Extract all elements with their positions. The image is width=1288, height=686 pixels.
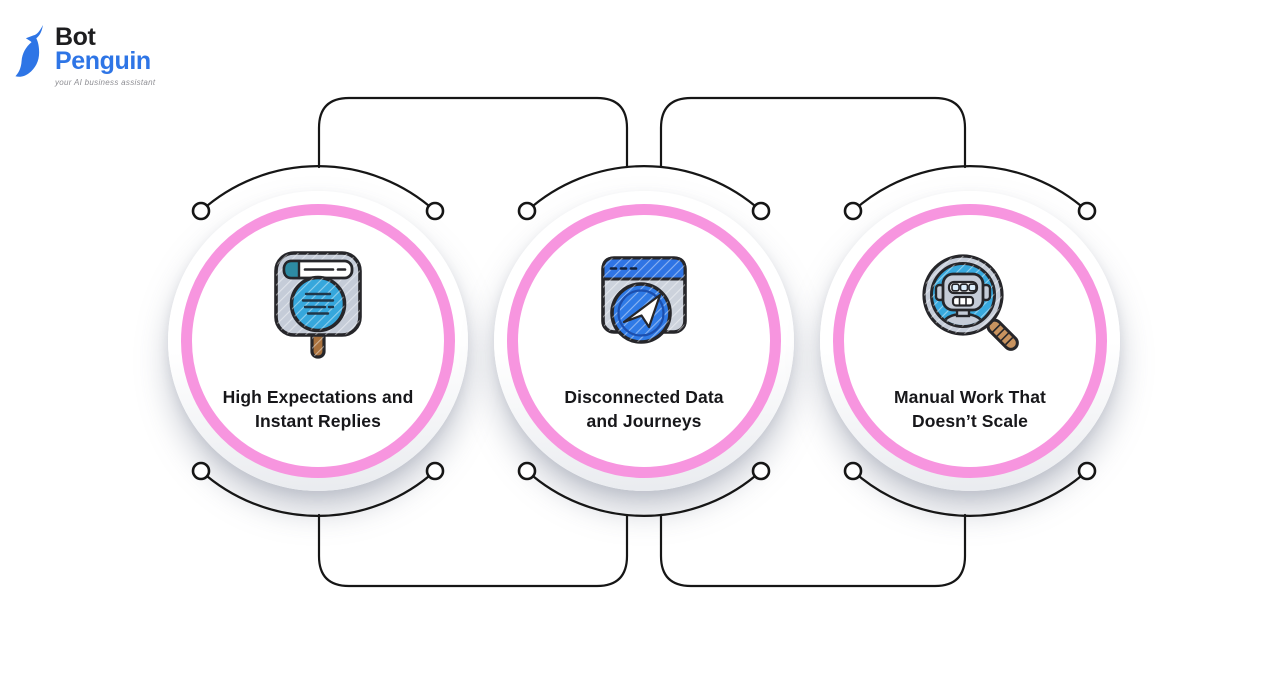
connector-node [751, 461, 771, 481]
label-line-2: Instant Replies [255, 411, 381, 431]
penguin-icon [15, 25, 43, 77]
bubble-label: Manual Work That Doesn’t Scale [832, 385, 1108, 433]
label-line-1: Disconnected Data [564, 387, 724, 407]
icon-slot [494, 254, 794, 350]
connector-node [751, 201, 771, 221]
icon-slot [820, 252, 1120, 358]
connector-node [843, 201, 863, 221]
bubble-high-expectations: High Expectations and Instant Replies [168, 191, 468, 491]
connector-node [191, 461, 211, 481]
connector-node [843, 461, 863, 481]
logo-tagline: your AI business assistant [55, 78, 156, 87]
connector-node [1077, 461, 1097, 481]
bubble-manual-work: Manual Work That Doesn’t Scale [820, 191, 1120, 491]
logo-brand-bot: Bot [55, 23, 96, 51]
botpenguin-logo: Bot Penguin your AI business assistant [14, 25, 155, 87]
connector-node [425, 201, 445, 221]
bubble-disconnected-data: Disconnected Data and Journeys [494, 191, 794, 491]
bubble-label: High Expectations and Instant Replies [180, 385, 456, 433]
icon-slot [168, 249, 468, 361]
send-message-browser-icon [601, 256, 687, 344]
logo-brand-penguin: Penguin [55, 47, 151, 75]
connector-node [1077, 201, 1097, 221]
robot-magnifier-icon [922, 254, 1019, 351]
label-line-1: High Expectations and [222, 387, 414, 407]
connector-node [425, 461, 445, 481]
label-line-2: Doesn’t Scale [911, 411, 1029, 431]
bubble-label: Disconnected Data and Journeys [506, 385, 782, 433]
pink-ring [833, 204, 1107, 478]
browser-search-icon [274, 251, 362, 359]
connector-node [517, 461, 537, 481]
logo-text: Bot Penguin your AI business assistant [55, 23, 156, 88]
label-line-2: and Journeys [586, 411, 702, 431]
connector-node [517, 201, 537, 221]
connector-node [191, 201, 211, 221]
label-line-1: Manual Work That [894, 387, 1046, 407]
